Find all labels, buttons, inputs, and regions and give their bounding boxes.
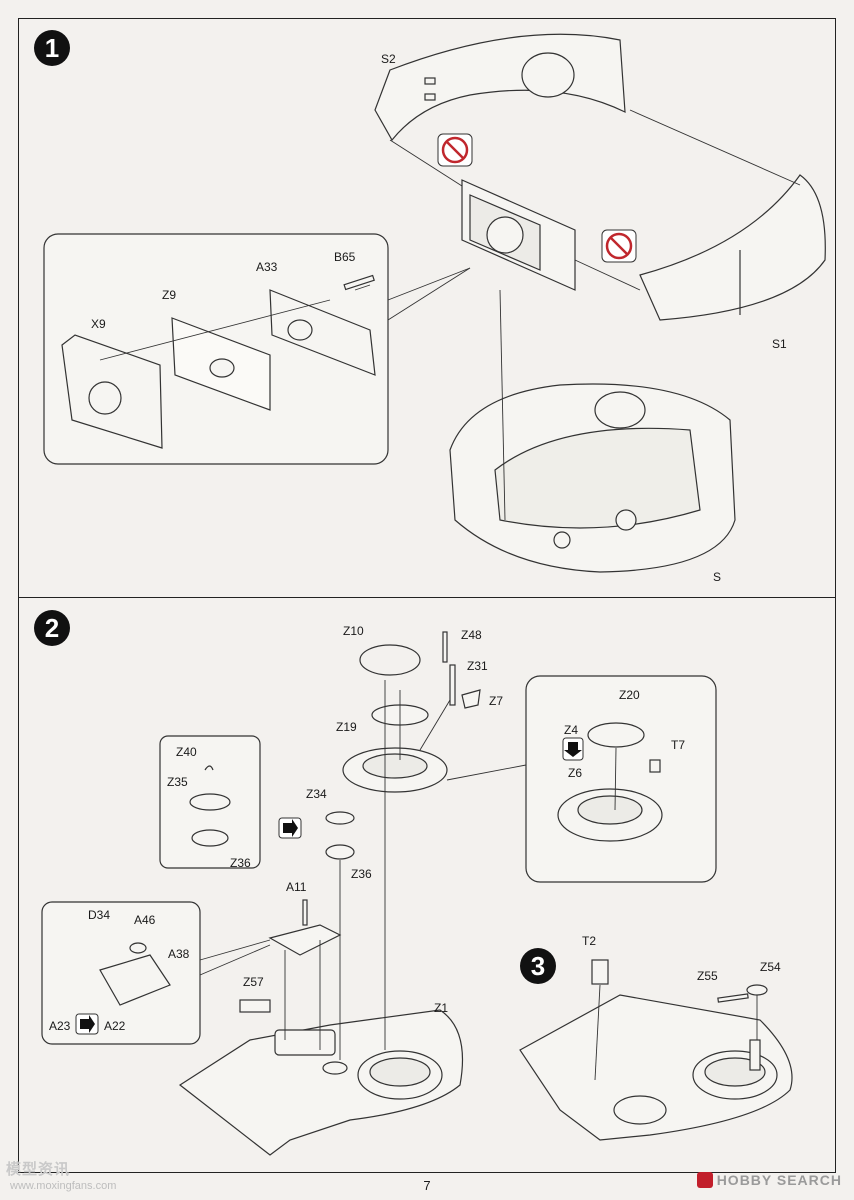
label-z7: Z7 (489, 694, 504, 708)
label-z35: Z35 (167, 775, 188, 789)
step-divider-1 (18, 597, 836, 598)
arrow-right-icon (75, 1013, 99, 1035)
part-hull-step3 (519, 994, 793, 1141)
label-x9: X9 (91, 317, 106, 331)
label-t7: T7 (671, 738, 686, 752)
label-s2: S2 (381, 52, 396, 66)
part-s2 (374, 33, 626, 142)
watermark-right: HOBBY SEARCH (696, 1172, 842, 1188)
watermark-right-text: HOBBY SEARCH (716, 1172, 842, 1188)
label-a11: A11 (286, 880, 307, 894)
part-z1 (178, 1009, 464, 1156)
label-z48: Z48 (461, 628, 482, 642)
label-a38: A38 (168, 947, 190, 961)
no-glue-icon (601, 229, 637, 263)
page-frame (18, 18, 836, 1173)
label-z9: Z9 (162, 288, 177, 302)
label-a46: A46 (134, 913, 156, 927)
label-z4: Z4 (564, 723, 579, 737)
label-z31: Z31 (467, 659, 488, 673)
step-badge-1: 1 (34, 30, 70, 66)
label-z1: Z1 (434, 1001, 449, 1015)
arrow-right-icon (278, 817, 302, 839)
label-b65: B65 (334, 250, 356, 264)
step-badge-3: 3 (520, 948, 556, 984)
label-z19: Z19 (336, 720, 357, 734)
inset-box-z6 (525, 675, 717, 883)
label-z20: Z20 (619, 688, 640, 702)
label-a23: A23 (49, 1019, 71, 1033)
watermark-left-url: www.moxingfans.com (10, 1180, 117, 1192)
label-a22: A22 (104, 1019, 126, 1033)
label-z54: Z54 (760, 960, 781, 974)
page-number: 7 (423, 1178, 431, 1193)
watermark-left: 模型资讯 (6, 1161, 71, 1178)
arrow-down-icon (562, 737, 584, 761)
step-badge-2: 2 (34, 610, 70, 646)
label-d34: D34 (88, 908, 111, 922)
label-z36-inset: Z36 (230, 856, 251, 870)
label-s1: S1 (772, 337, 787, 351)
label-a33: A33 (256, 260, 278, 274)
label-z10: Z10 (343, 624, 364, 638)
part-s1 (639, 174, 826, 321)
label-s: S (713, 570, 722, 584)
label-z34: Z34 (306, 787, 327, 801)
no-glue-icon (437, 133, 473, 167)
label-t2: T2 (582, 934, 597, 948)
label-z55: Z55 (697, 969, 718, 983)
label-z6: Z6 (568, 766, 583, 780)
label-z57: Z57 (243, 975, 264, 989)
hobby-search-logo-icon (696, 1172, 713, 1188)
label-z36: Z36 (351, 867, 372, 881)
label-z40: Z40 (176, 745, 197, 759)
